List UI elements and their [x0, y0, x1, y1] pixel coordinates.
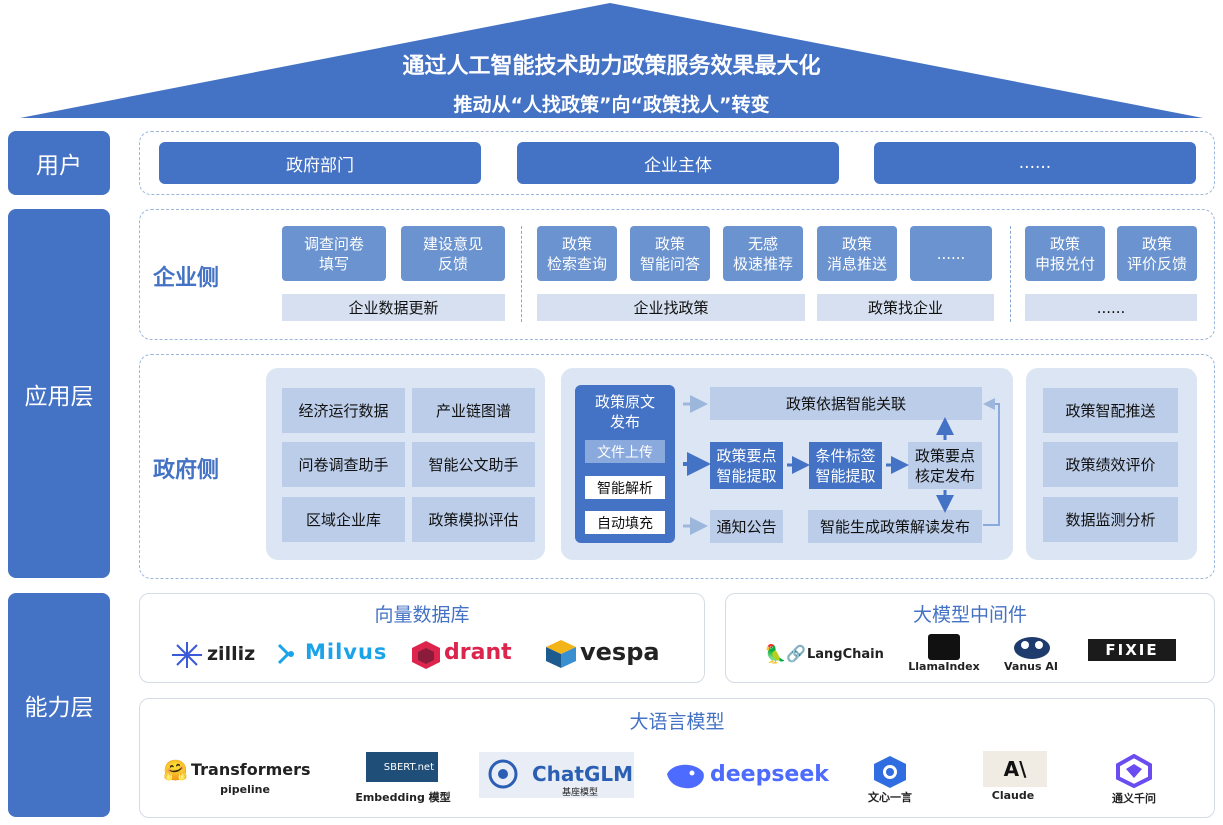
middleware-title: 大模型中间件 — [912, 604, 1027, 626]
extract-condition-tags[interactable]: 条件标签 智能提取 — [809, 442, 882, 489]
vespa-icon — [546, 640, 576, 668]
tag-smart-parse[interactable]: 智能解析 — [585, 476, 665, 499]
user-more[interactable]: ...... — [874, 142, 1196, 184]
llamaindex-logo: LlamaIndex — [908, 660, 980, 673]
tongyi-logo: 通义千问 — [1112, 792, 1156, 805]
tool-policy-simulation[interactable]: 政策模拟评估 — [412, 497, 535, 542]
data-monitoring[interactable]: 数据监测分析 — [1043, 497, 1178, 542]
tool-document-assistant[interactable]: 智能公文助手 — [412, 442, 535, 487]
llm-card: 大语言模型 — [139, 698, 1215, 818]
page-subtitle: 推动从“人找政策”向“政策找人”转变 — [453, 94, 770, 116]
transformers-sub: pipeline — [220, 783, 270, 796]
chatglm-text: ChatGLM — [532, 762, 634, 786]
llm-title: 大语言模型 — [629, 711, 725, 733]
bar-more: ...... — [1025, 294, 1197, 321]
instant-recommend-button[interactable]: 无感 极速推荐 — [723, 226, 803, 281]
tag-auto-fill[interactable]: 自动填充 — [585, 511, 665, 534]
zilliz-icon — [172, 642, 202, 668]
vector-db-title: 向量数据库 — [374, 604, 470, 626]
milvus-logo: Milvus — [305, 640, 387, 664]
sbert-text: SBERT.net — [383, 761, 434, 773]
performance-evaluation[interactable]: 政策绩效评价 — [1043, 442, 1178, 487]
divider — [1010, 226, 1011, 322]
user-government[interactable]: 政府部门 — [159, 142, 481, 184]
bar-find-policy: 企业找政策 — [537, 294, 805, 321]
claude-logo: Claude — [991, 789, 1035, 802]
policy-apply-button[interactable]: 政策 申报兑付 — [1025, 226, 1105, 281]
wenxin-icon — [874, 756, 906, 788]
survey-fill-button[interactable]: 调查问卷 填写 — [282, 226, 386, 281]
notice[interactable]: 通知公告 — [710, 510, 783, 543]
interpretation-publish[interactable]: 智能生成政策解读发布 — [808, 510, 982, 543]
sbert-logo: SBERT.net — [366, 752, 438, 782]
vanus-icon — [1014, 637, 1050, 659]
policy-review-button[interactable]: 政策 评价反馈 — [1117, 226, 1197, 281]
link-icon: 🔗 — [786, 644, 806, 663]
bar-enterprise-data: 企业数据更新 — [282, 294, 505, 321]
divider — [521, 226, 522, 322]
layer-label-capability: 能力层 — [8, 593, 110, 817]
sbert-sub: Embedding 模型 — [355, 791, 451, 804]
policy-qa-button[interactable]: 政策 智能问答 — [630, 226, 710, 281]
middleware-card: 大模型中间件 — [725, 593, 1215, 683]
more-button[interactable]: ...... — [910, 226, 992, 281]
layer-label-app: 应用层 — [8, 209, 110, 578]
government-label: 政府侧 — [153, 458, 220, 483]
tongyi-icon — [1116, 754, 1152, 788]
anthropic-icon: A\ — [983, 751, 1047, 787]
verify-publish[interactable]: 政策要点 核定发布 — [908, 442, 982, 489]
policy-search-button[interactable]: 政策 检索查询 — [537, 226, 617, 281]
policy-association[interactable]: 政策依据智能关联 — [710, 387, 982, 420]
qdrant-logo: drant — [444, 640, 512, 665]
chatglm-icon — [488, 759, 518, 789]
feedback-button[interactable]: 建设意见 反馈 — [401, 226, 505, 281]
wenxin-logo: 文心一言 — [868, 791, 912, 804]
smart-push[interactable]: 政策智配推送 — [1043, 388, 1178, 433]
vespa-logo: vespa — [580, 638, 660, 666]
milvus-icon — [277, 643, 294, 665]
parrot-icon: 🦜 — [764, 644, 787, 665]
transformers-logo: Transformers — [191, 760, 311, 779]
chatglm-sub: 基座模型 — [561, 788, 598, 798]
policy-source-title: 政策原文 发布 — [594, 393, 655, 431]
tool-survey-assistant[interactable]: 问卷调查助手 — [282, 442, 405, 487]
fixie-logo: FIXIE — [1088, 639, 1176, 661]
tool-enterprise-db[interactable]: 区域企业库 — [282, 497, 405, 542]
extract-policy-points[interactable]: 政策要点 智能提取 — [710, 442, 783, 489]
flow-arrows — [683, 395, 1000, 535]
layer-label-user: 用户 — [8, 131, 110, 195]
hugging-face-icon: 🤗 — [163, 758, 188, 782]
vector-db-card: 向量数据库 — [139, 593, 705, 683]
qdrant-icon — [412, 641, 440, 669]
llamaindex-icon — [928, 634, 960, 660]
policy-push-button[interactable]: 政策 消息推送 — [817, 226, 897, 281]
tool-economy-data[interactable]: 经济运行数据 — [282, 388, 405, 433]
deepseek-logo: deepseek — [710, 762, 829, 787]
user-enterprise[interactable]: 企业主体 — [517, 142, 839, 184]
page-title: 通过人工智能技术助力政策服务效果最大化 — [402, 54, 821, 79]
langchain-logo: LangChain — [807, 647, 884, 662]
tag-file-upload[interactable]: 文件上传 — [585, 440, 665, 463]
vanus-logo: Vanus AI — [1004, 660, 1058, 673]
tool-industry-chain[interactable]: 产业链图谱 — [412, 388, 535, 433]
enterprise-label: 企业侧 — [153, 266, 220, 291]
roof-banner — [20, 3, 1203, 118]
bar-policy-finds-enterprise: 政策找企业 — [817, 294, 994, 321]
zilliz-logo: zilliz — [207, 643, 256, 665]
deepseek-icon — [667, 764, 704, 789]
